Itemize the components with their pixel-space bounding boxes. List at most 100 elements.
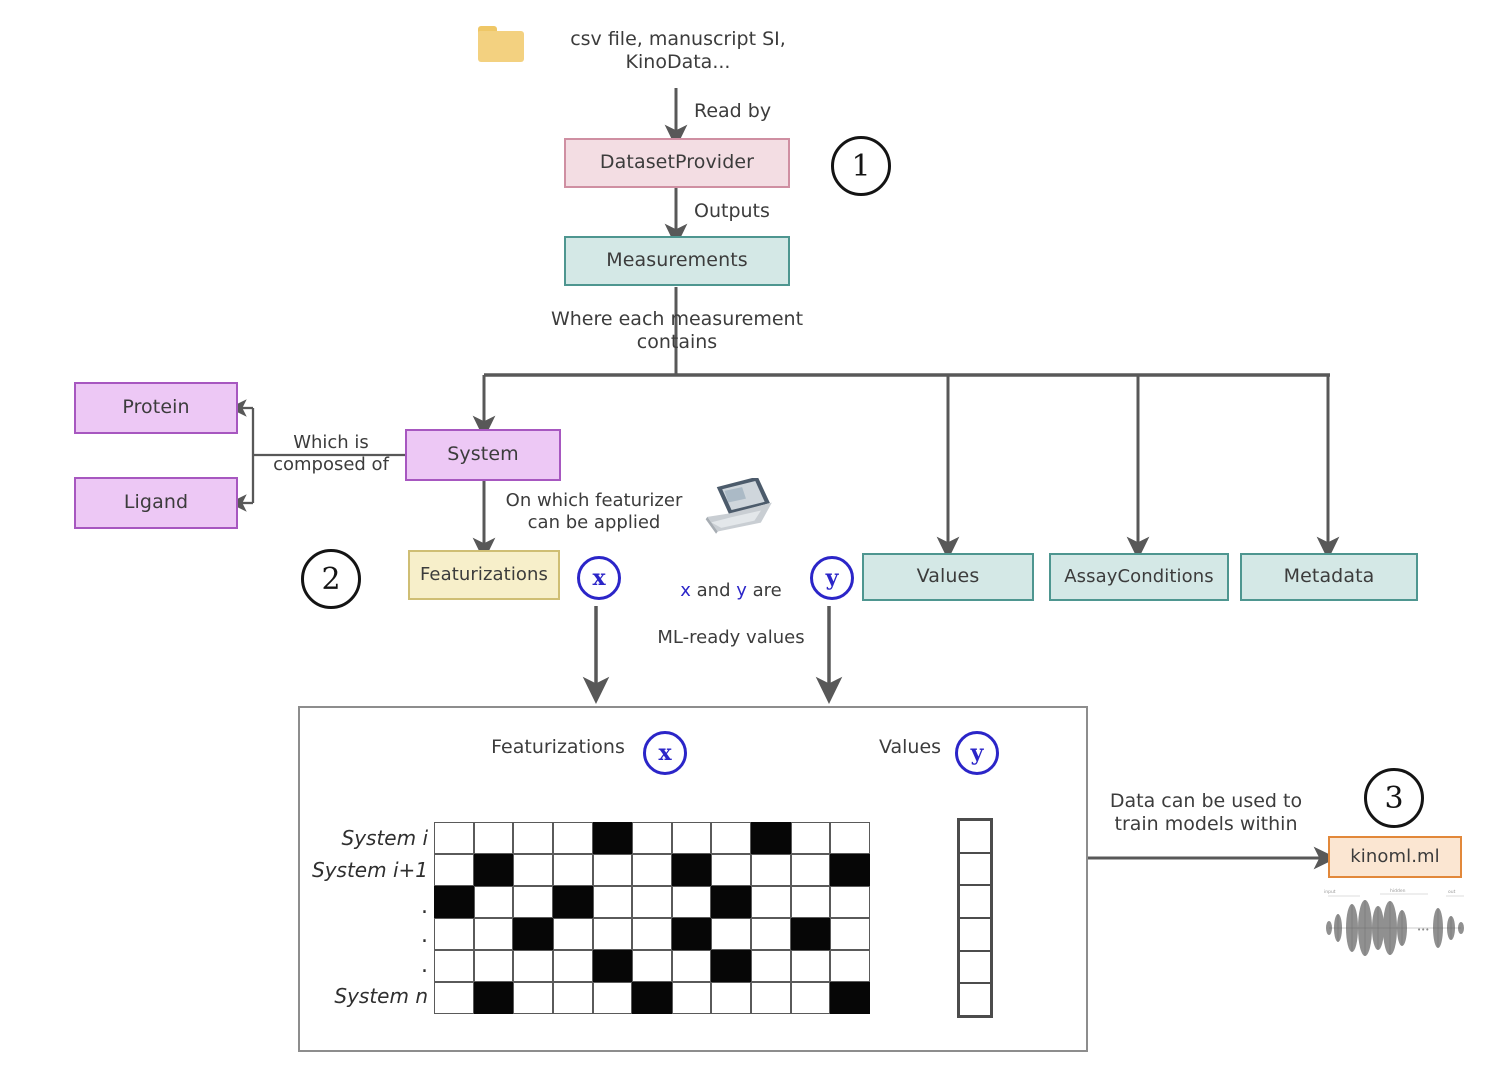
values-cell [960, 984, 990, 1015]
matrix-ellipsis-1: . [421, 894, 428, 919]
matrix-cell [592, 950, 633, 982]
matrix-cell [632, 950, 672, 982]
panel-y-badge: y [955, 731, 999, 775]
edge-label-train-within: Data can be used to train models within [1109, 790, 1303, 836]
node-assay-conditions[interactable]: AssayConditions [1049, 553, 1229, 601]
svg-text:hidden: hidden [1390, 888, 1406, 894]
matrix-cell [434, 886, 474, 918]
ml-ready-tail: ML-ready values [657, 627, 805, 649]
matrix-cell [552, 822, 593, 854]
node-assay-conditions-label: AssayConditions [1064, 565, 1214, 587]
folder-icon [478, 26, 524, 62]
matrix-cell [434, 854, 474, 886]
matrix-cell [751, 982, 791, 1014]
matrix-cell [751, 886, 791, 918]
matrix-cell [790, 982, 831, 1014]
matrix-cell [751, 854, 791, 886]
panel-values-label: Values [878, 736, 942, 758]
matrix-cell [632, 854, 672, 886]
matrix-cell [751, 950, 791, 982]
matrix-cell [671, 854, 712, 886]
node-dataset-provider[interactable]: DatasetProvider [564, 138, 790, 188]
matrix-cell [830, 950, 870, 982]
matrix-cell [552, 918, 593, 950]
values-cell [960, 952, 990, 985]
matrix-cell [830, 886, 870, 918]
node-metadata-label: Metadata [1283, 565, 1375, 588]
step-badge-1: 1 [831, 136, 891, 196]
matrix-cell [513, 886, 553, 918]
matrix-cell [632, 886, 672, 918]
matrix-cell [513, 854, 553, 886]
values-cell [960, 919, 990, 952]
node-ligand-label: Ligand [123, 491, 189, 514]
matrix-cell [632, 918, 672, 950]
matrix-cell [671, 822, 712, 854]
matrix-cell [473, 822, 514, 854]
matrix-cell [711, 918, 752, 950]
laptop-icon [700, 476, 776, 534]
matrix-cell [473, 982, 514, 1014]
matrix-cell [473, 886, 514, 918]
matrix-cell [592, 822, 633, 854]
matrix-cell [434, 918, 474, 950]
node-measurements-label: Measurements [606, 249, 748, 272]
svg-text:•••: ••• [1417, 926, 1429, 934]
matrix-cell [830, 918, 870, 950]
matrix-ellipsis-3: . [421, 953, 428, 978]
y-badge: y [810, 556, 854, 600]
node-featurizations[interactable]: Featurizations [408, 550, 560, 600]
matrix-cell [671, 982, 712, 1014]
source-label: csv file, manuscript SI, KinoData... [570, 28, 786, 74]
x-badge: x [577, 556, 621, 600]
matrix-cell [552, 950, 593, 982]
matrix-cell [830, 854, 870, 886]
svg-text:input: input [1324, 889, 1336, 895]
matrix-ellipsis-2: . [421, 923, 428, 948]
node-kinoml-ml-label: kinoml.ml [1350, 845, 1440, 867]
matrix-cell [790, 950, 831, 982]
matrix-row-label-system-i: System i [341, 826, 429, 850]
node-protein[interactable]: Protein [74, 382, 238, 434]
node-metadata[interactable]: Metadata [1240, 553, 1418, 601]
values-cell [960, 886, 990, 920]
node-measurements[interactable]: Measurements [564, 236, 790, 286]
ml-ready-y: y [736, 580, 747, 602]
edge-label-outputs: Outputs [694, 200, 770, 222]
matrix-cell [671, 918, 712, 950]
matrix-cell [790, 886, 831, 918]
matrix-cell [592, 886, 633, 918]
ml-ready-are: are [746, 580, 782, 602]
node-system[interactable]: System [405, 429, 561, 481]
matrix-cell [434, 950, 474, 982]
edge-label-composed-of: Which is composed of [273, 432, 389, 475]
matrix-cell [552, 854, 593, 886]
matrix-cell [473, 950, 514, 982]
node-dataset-provider-label: DatasetProvider [599, 151, 755, 174]
panel-featurizations-label: Featurizations [491, 736, 625, 758]
matrix-row-label-system-n: System n [334, 984, 428, 1008]
matrix-cell [592, 854, 633, 886]
values-cell [960, 854, 990, 887]
ml-ready-x: x [680, 580, 691, 602]
matrix-cell [513, 822, 553, 854]
matrix-cell [711, 982, 752, 1014]
matrix-cell [790, 822, 831, 854]
node-values-label: Values [916, 565, 980, 588]
edge-label-read-by: Read by [694, 100, 772, 122]
matrix-cell [790, 918, 831, 950]
matrix-cell [592, 918, 633, 950]
step-badge-2: 2 [301, 549, 361, 609]
matrix-row-label-system-i-plus-1: System i+1 [312, 858, 428, 882]
matrix-cell [513, 950, 553, 982]
matrix-cell [711, 886, 752, 918]
matrix-cell [751, 822, 791, 854]
matrix-cell [552, 886, 593, 918]
node-values[interactable]: Values [862, 553, 1034, 601]
node-ligand[interactable]: Ligand [74, 477, 238, 529]
featurization-matrix [434, 822, 870, 1014]
edge-label-where-each-measurement: Where each measurement contains [550, 308, 804, 354]
matrix-cell [632, 982, 672, 1014]
node-kinoml-ml[interactable]: kinoml.ml [1328, 836, 1462, 878]
node-system-label: System [447, 443, 519, 466]
